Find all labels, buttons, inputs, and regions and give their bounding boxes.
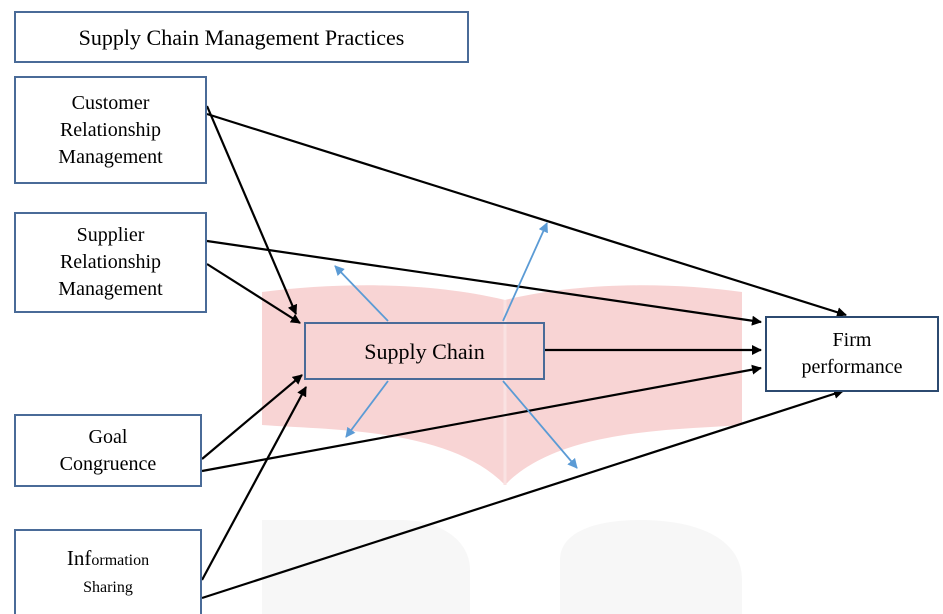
node-supplier-line3: Management	[58, 278, 163, 300]
arrow-supplier-to-supply-chain	[206, 263, 301, 324]
node-goal-line1: Goal	[88, 425, 128, 448]
node-customer-relationship-management: Customer Relationship Management	[14, 76, 207, 184]
arrow-goal-to-supply-chain	[201, 374, 303, 460]
arrow-info-to-firm	[201, 389, 844, 600]
node-customer-line2: Relationship	[59, 118, 162, 141]
arrow-goal-to-firm	[201, 364, 762, 473]
blue-arrow-upper-left	[334, 265, 389, 322]
node-information-sharing: Information Sharing	[14, 529, 202, 614]
node-firm-line2: performance	[801, 356, 903, 378]
node-info-rest: ormation	[91, 551, 150, 569]
blue-arrow-upper-right	[502, 222, 548, 322]
blue-arrow-lower-left	[345, 380, 389, 438]
node-supply-chain: Supply Chain	[304, 322, 545, 380]
arrow-customer-to-supply-chain	[205, 105, 298, 315]
node-info-line1: Information	[67, 545, 149, 574]
blue-arrow-lower-right	[502, 380, 578, 469]
node-supplier-relationship-management: Supplier Relationship Management	[14, 212, 207, 313]
arrow-info-to-supply-chain	[201, 386, 307, 581]
node-customer-line1: Customer	[71, 91, 150, 114]
watermark-logo	[262, 285, 742, 614]
arrow-customer-to-firm	[206, 112, 847, 318]
node-firm-line1: Firm	[832, 329, 872, 351]
node-goal-congruence: Goal Congruence	[14, 414, 202, 487]
diagram-title: Supply Chain Management Practices	[14, 11, 469, 63]
node-supply-chain-label: Supply Chain	[364, 338, 485, 364]
arrow-supplier-to-firm	[206, 239, 762, 326]
node-supplier-line1: Supplier	[76, 224, 145, 246]
node-supplier-line2: Relationship	[59, 251, 162, 273]
node-goal-line2: Congruence	[59, 452, 157, 475]
node-customer-line3: Management	[58, 145, 163, 168]
node-info-prefix: Inf	[66, 545, 92, 570]
node-firm-performance: Firm performance	[765, 316, 939, 392]
diagram-title-text: Supply Chain Management Practices	[78, 24, 405, 50]
node-info-line2: Sharing	[83, 578, 133, 596]
